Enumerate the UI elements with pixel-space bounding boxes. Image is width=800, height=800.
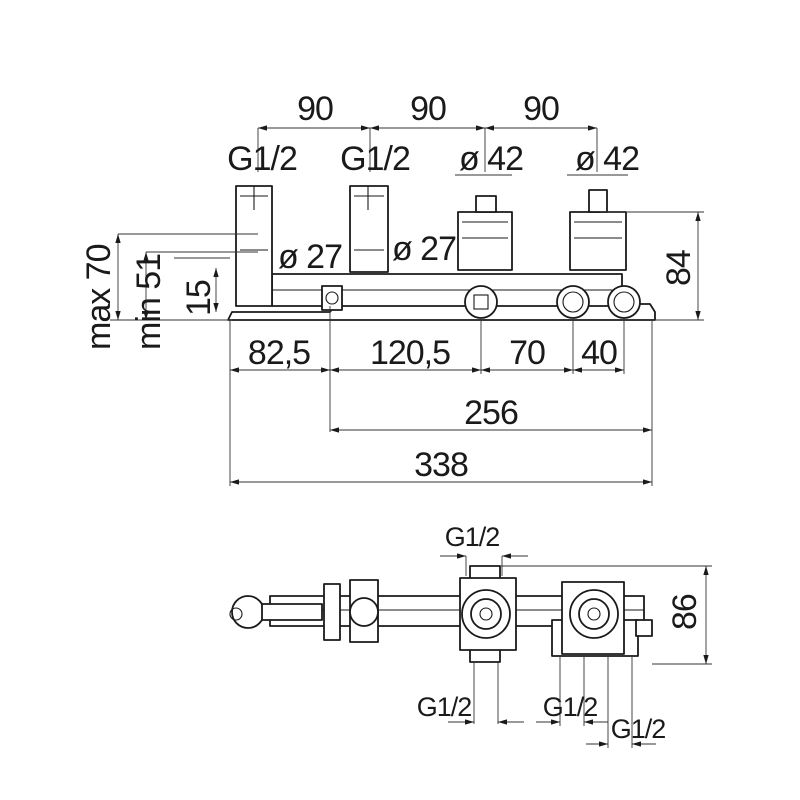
inlet-label-2: ø 27 bbox=[392, 230, 456, 268]
depth-dimension: 86 bbox=[500, 565, 712, 665]
valve-body-front bbox=[227, 185, 656, 321]
valve-body-top bbox=[229, 565, 653, 663]
height-max-label: max 70 bbox=[80, 244, 118, 350]
segment-label-1: 82,5 bbox=[248, 334, 310, 372]
total-338-label: 338 bbox=[414, 446, 468, 484]
top-view: G1/2 bbox=[229, 522, 712, 748]
thread-label-left: G1/2 bbox=[227, 140, 297, 178]
thread-label-top: G1/2 bbox=[445, 522, 500, 552]
segment-label-4: 40 bbox=[581, 334, 617, 372]
spacing-label-1: 90 bbox=[297, 90, 333, 128]
segment-label-3: 70 bbox=[509, 334, 545, 372]
thread-label-mid: G1/2 bbox=[340, 140, 410, 178]
bottom-dimensions: 82,5 120,5 70 40 256 338 bbox=[229, 306, 653, 486]
segment-label-2: 120,5 bbox=[370, 334, 450, 372]
depth-86-label: 86 bbox=[666, 594, 704, 630]
height-dimensions-left: max 70 min 51 15 bbox=[80, 233, 258, 350]
span-256-label: 256 bbox=[464, 394, 518, 432]
bore-label-1: ø 42 bbox=[459, 140, 523, 178]
thread-label-b2: G1/2 bbox=[543, 692, 598, 722]
thread-label-b3: G1/2 bbox=[611, 714, 666, 744]
bottom-thread-dimensions: G1/2 G1/2 G1/2 bbox=[417, 656, 666, 748]
thread-label-b1: G1/2 bbox=[417, 692, 472, 722]
height-min-label: min 51 bbox=[130, 254, 168, 350]
offset-15-label: 15 bbox=[180, 280, 218, 316]
bore-label-2: ø 42 bbox=[575, 140, 639, 178]
height-84-label: 84 bbox=[660, 250, 698, 286]
top-spacing-dimensions: 90 90 90 bbox=[257, 90, 598, 172]
front-view: 90 90 90 G1/2 G1/2 ø 42 ø 42 bbox=[80, 90, 704, 486]
spacing-label-2: 90 bbox=[410, 90, 446, 128]
spacing-label-3: 90 bbox=[523, 90, 559, 128]
inlet-label-1: ø 27 bbox=[278, 238, 342, 276]
height-dimension-right: 84 bbox=[600, 211, 704, 321]
